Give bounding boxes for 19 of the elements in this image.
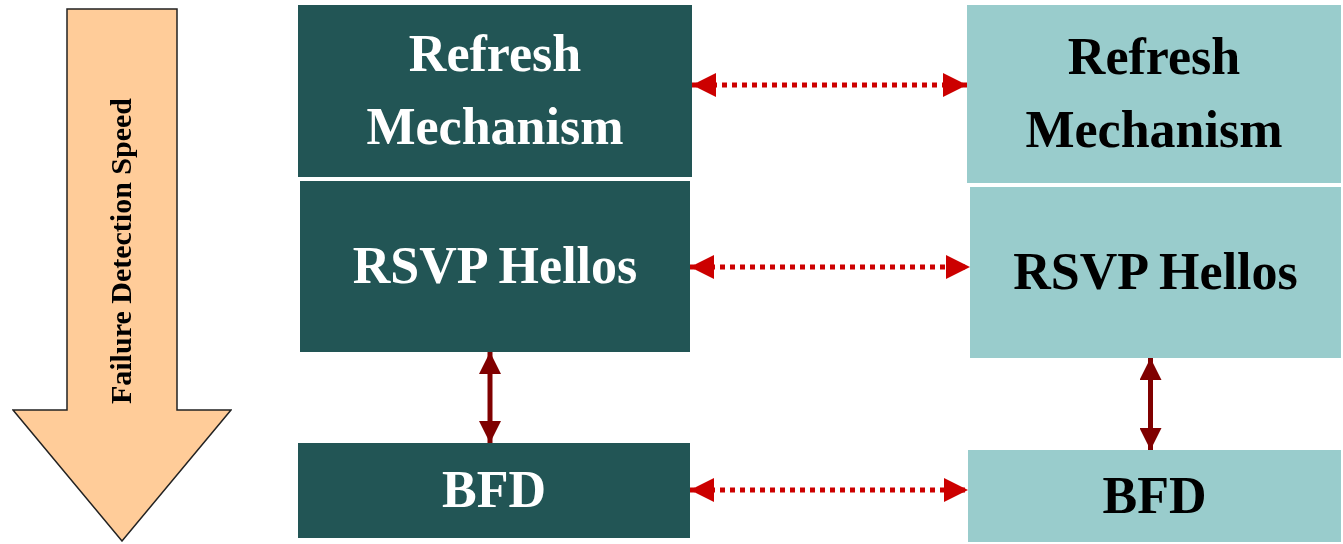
box-label: RSVP Hellos — [1013, 242, 1298, 303]
double-arrow — [1139, 358, 1162, 450]
process-box — [967, 5, 1341, 183]
process-box — [298, 5, 692, 177]
double-arrow — [479, 352, 501, 443]
box-label: BFD — [442, 460, 546, 521]
double-arrow — [692, 73, 967, 97]
double-arrow — [690, 478, 968, 502]
box-label: RSVP Hellos — [352, 236, 638, 297]
process-box — [300, 181, 690, 352]
double-arrow — [690, 255, 970, 279]
process-box — [970, 187, 1341, 358]
box-label: Refresh Mechanism — [365, 24, 625, 157]
box-label: BFD — [1102, 465, 1207, 526]
arrow-label: Failure Detection Speed — [103, 97, 138, 405]
box-label: Refresh Mechanism — [1024, 27, 1284, 160]
process-box — [298, 443, 690, 538]
process-box — [968, 450, 1341, 542]
down-arrow-shape — [12, 8, 232, 542]
